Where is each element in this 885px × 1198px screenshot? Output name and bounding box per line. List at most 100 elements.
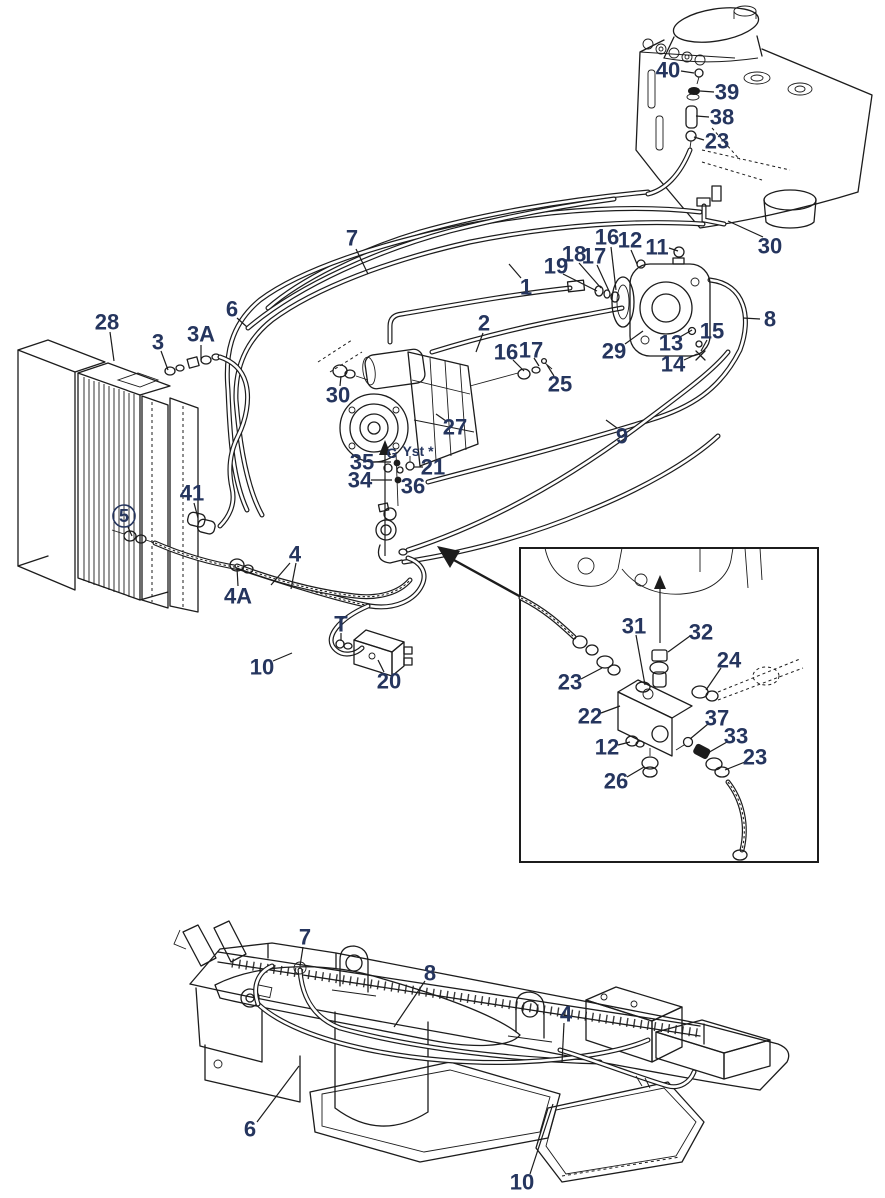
leader-line-7 [355, 248, 369, 275]
hydraulic-tank-drawing [635, 5, 873, 229]
callout-4: 4 [289, 542, 302, 567]
callout-17: 17 [582, 244, 606, 269]
callout-14: 14 [661, 352, 686, 377]
callout-21: 21 [421, 455, 445, 480]
callout-Yst *: Yst * [402, 443, 434, 459]
leader-line-2 [475, 332, 484, 353]
callout-41: 41 [180, 481, 204, 506]
callout-12: 12 [618, 228, 642, 253]
chassis-frame-drawing [173, 920, 790, 1183]
leader-line-20 [377, 659, 385, 673]
leader-line-4 [290, 562, 297, 590]
leader-line-27 [435, 413, 447, 422]
callout-29: 29 [602, 339, 626, 364]
leader-line-9 [605, 419, 618, 429]
oil-cooler-drawing [17, 339, 221, 613]
leader-line-4 [561, 1022, 565, 1064]
callout-26: 26 [604, 769, 628, 794]
leader-line-19 [562, 273, 598, 292]
callout-19: 19 [544, 254, 568, 279]
leader-line-25 [546, 364, 555, 377]
callout-7: 7 [346, 226, 358, 251]
callout-8: 8 [424, 961, 436, 986]
leader-line-23 [580, 667, 603, 680]
callout-31: 31 [622, 614, 646, 639]
leader-line-15 [700, 339, 708, 352]
callout-30: 30 [758, 234, 782, 259]
leader-line-24 [705, 667, 722, 691]
leader-line-7 [299, 946, 304, 967]
inset-detail-box [518, 547, 819, 863]
leader-line-13 [679, 329, 693, 338]
leader-line-31 [635, 634, 646, 686]
callout-1: 1 [520, 275, 532, 300]
leader-line-8 [393, 980, 426, 1028]
callout-layer-circled: 5 [112, 504, 136, 537]
leader-line-6 [256, 1065, 300, 1123]
leader-line-32 [667, 635, 691, 653]
callout-27: 27 [443, 415, 467, 440]
leader-line-14 [683, 353, 698, 361]
leader-line-26 [626, 766, 645, 778]
leader-line-10 [272, 652, 293, 662]
callout-40: 40 [656, 58, 680, 83]
callout-10: 10 [250, 655, 274, 680]
callout-23: 23 [743, 745, 767, 770]
callout-36: 36 [401, 474, 425, 499]
hose-runs-drawing [152, 147, 748, 657]
leader-line-16 [512, 359, 525, 372]
leader-line-33 [705, 741, 728, 755]
leader-line-10 [529, 1103, 554, 1175]
leader-line-41 [193, 502, 199, 519]
leader-line-8 [742, 317, 761, 320]
leader-line-16 [610, 246, 617, 291]
callout-22: 22 [578, 704, 602, 729]
inset-pointer-arrow [437, 546, 522, 599]
leader-line-30 [727, 220, 764, 238]
callout-11: 11 [645, 235, 668, 260]
callout-3A: 3A [187, 322, 215, 347]
callout-G: G [387, 445, 398, 461]
radiator-fins [83, 377, 135, 598]
callout-9: 9 [616, 424, 628, 449]
leader-line-6 [236, 317, 248, 328]
leader-line-22 [600, 705, 621, 714]
leader-line-4 [270, 562, 291, 586]
callout-18: 18 [562, 242, 586, 267]
callout-37: 37 [705, 706, 729, 731]
leader-line-1 [508, 263, 522, 279]
callout-16: 16 [494, 340, 518, 365]
leader-line-39 [699, 90, 715, 93]
callout-39: 39 [715, 80, 739, 105]
right-pump-drawing [611, 246, 711, 361]
callout-17: 17 [519, 338, 543, 363]
callout-16: 16 [595, 225, 619, 250]
callout-23: 23 [558, 670, 582, 695]
callout-5: 5 [119, 506, 129, 526]
leader-line-28 [109, 331, 115, 362]
callout-30: 30 [326, 383, 350, 408]
valve-block-drawing [375, 502, 408, 564]
callout-38: 38 [710, 105, 734, 130]
leader-line-18 [578, 262, 602, 289]
callout-10: 10 [510, 1170, 534, 1195]
callout-33: 33 [724, 724, 748, 749]
leader-line-3 [160, 350, 169, 371]
callout-28: 28 [95, 310, 119, 335]
leader-line-12 [630, 249, 638, 265]
leader-line-30 [339, 375, 342, 387]
callout-25: 25 [548, 372, 572, 397]
leader-line-37 [689, 723, 709, 740]
callout-circle-5 [112, 504, 136, 528]
leader-line-23 [693, 136, 705, 141]
leader-line-17 [596, 264, 610, 292]
leader-line-40 [680, 70, 695, 74]
callout-4: 4 [560, 1002, 573, 1027]
callout-8: 8 [764, 307, 776, 332]
leader-line-17 [533, 357, 540, 367]
